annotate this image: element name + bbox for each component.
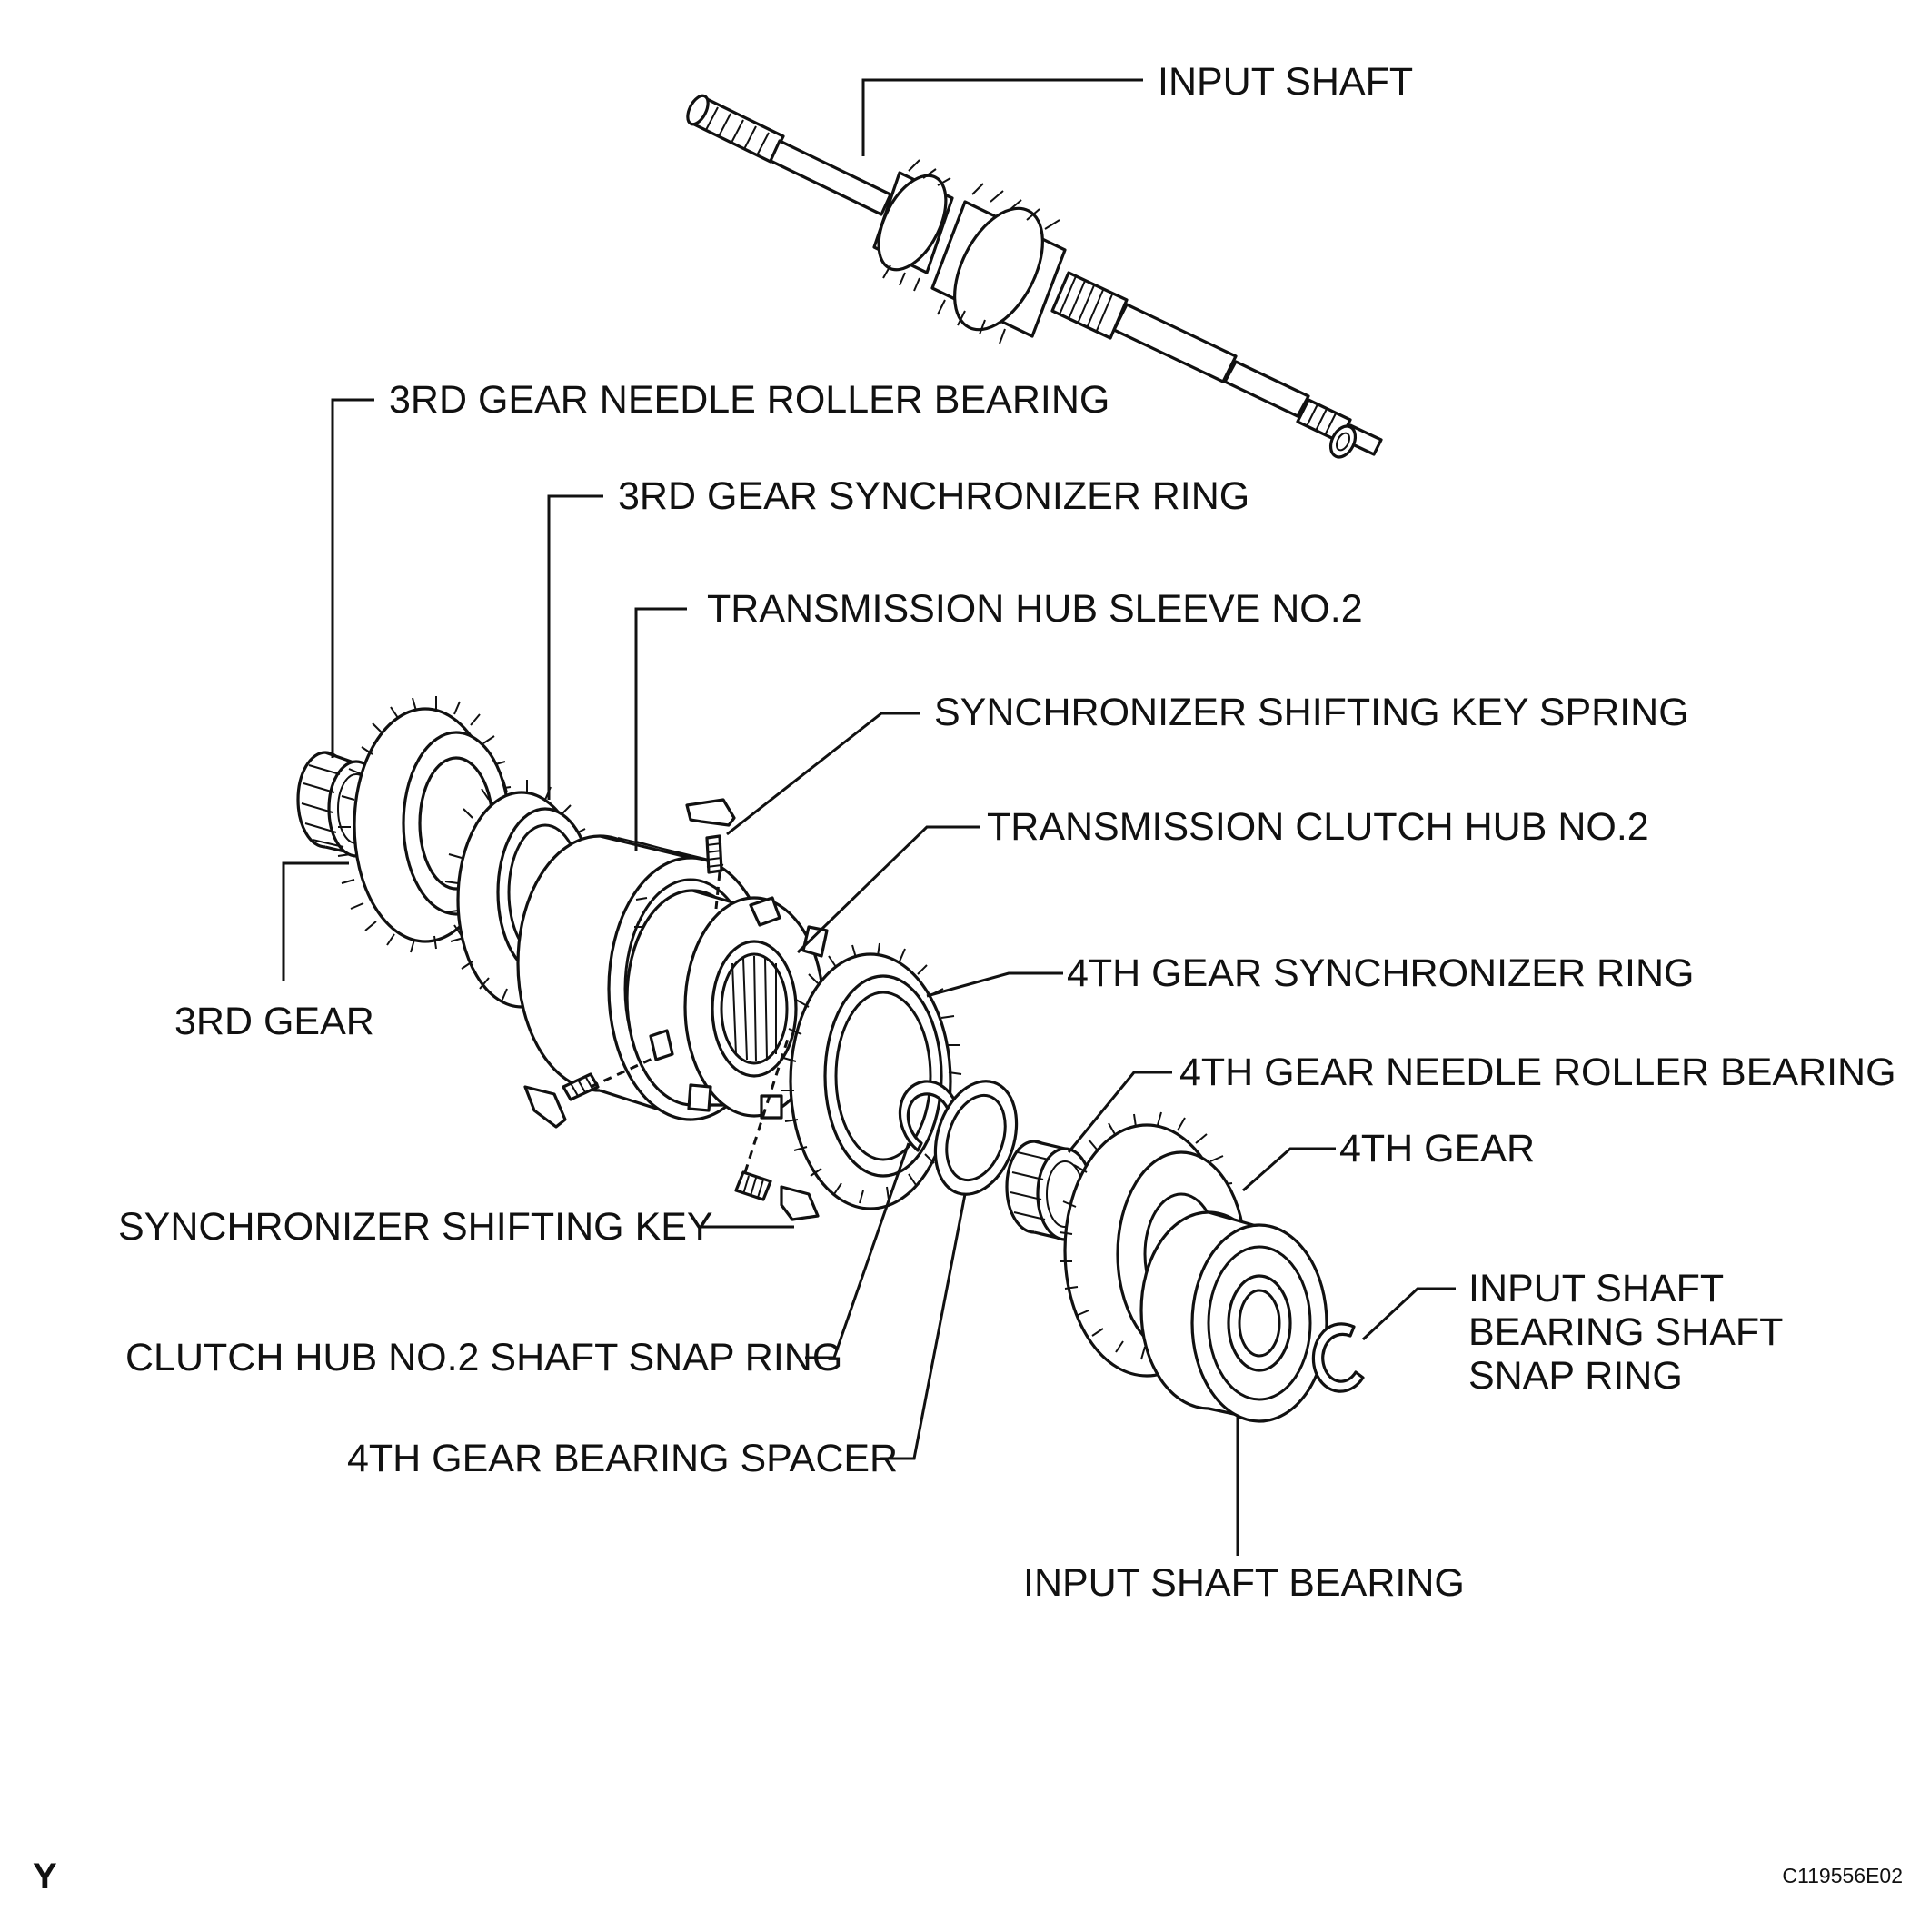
- input-bearing-illustration: [1139, 1210, 1328, 1423]
- label-gear-3rd: 3RD GEAR: [174, 1000, 374, 1043]
- label-hub-sleeve: TRANSMISSION HUB SLEEVE NO.2: [707, 587, 1363, 631]
- label-snap-ring-bearing-line2: BEARING SHAFT: [1468, 1310, 1783, 1354]
- clutch-hub-illustration: [625, 889, 841, 1120]
- label-shifting-key: SYNCHRONIZER SHIFTING KEY: [118, 1205, 713, 1249]
- label-key-spring: SYNCHRONIZER SHIFTING KEY SPRING: [934, 691, 1689, 734]
- label-sync-ring-3rd: 3RD GEAR SYNCHRONIZER RING: [618, 474, 1249, 518]
- label-hub-snap-ring: CLUTCH HUB NO.2 SHAFT SNAP RING: [125, 1336, 842, 1379]
- input-shaft-illustration: [686, 94, 1383, 459]
- label-input-shaft: INPUT SHAFT: [1158, 60, 1413, 104]
- label-needle-bearing-4th: 4TH GEAR NEEDLE ROLLER BEARING: [1179, 1051, 1896, 1094]
- label-bearing-spacer: 4TH GEAR BEARING SPACER: [347, 1437, 898, 1480]
- label-gear-4th: 4TH GEAR: [1339, 1127, 1535, 1170]
- label-snap-ring-bearing-line3: SNAP RING: [1468, 1354, 1683, 1398]
- label-needle-bearing-3rd: 3RD GEAR NEEDLE ROLLER BEARING: [389, 378, 1109, 422]
- shifting-keys-illustration: [523, 798, 820, 1221]
- leader-lines: [282, 78, 1456, 1556]
- label-clutch-hub: TRANSMISSION CLUTCH HUB NO.2: [987, 805, 1649, 849]
- bearing-snap-ring-illustration: [1311, 1322, 1365, 1393]
- corner-mark: Y: [33, 1857, 57, 1897]
- label-snap-ring-bearing-line1: INPUT SHAFT: [1468, 1267, 1724, 1310]
- label-input-bearing: INPUT SHAFT BEARING: [1023, 1561, 1465, 1605]
- figure-code: C119556E02: [1782, 1864, 1903, 1887]
- label-sync-ring-4th: 4TH GEAR SYNCHRONIZER RING: [1067, 951, 1694, 995]
- bearing-spacer-illustration: [933, 1080, 1019, 1196]
